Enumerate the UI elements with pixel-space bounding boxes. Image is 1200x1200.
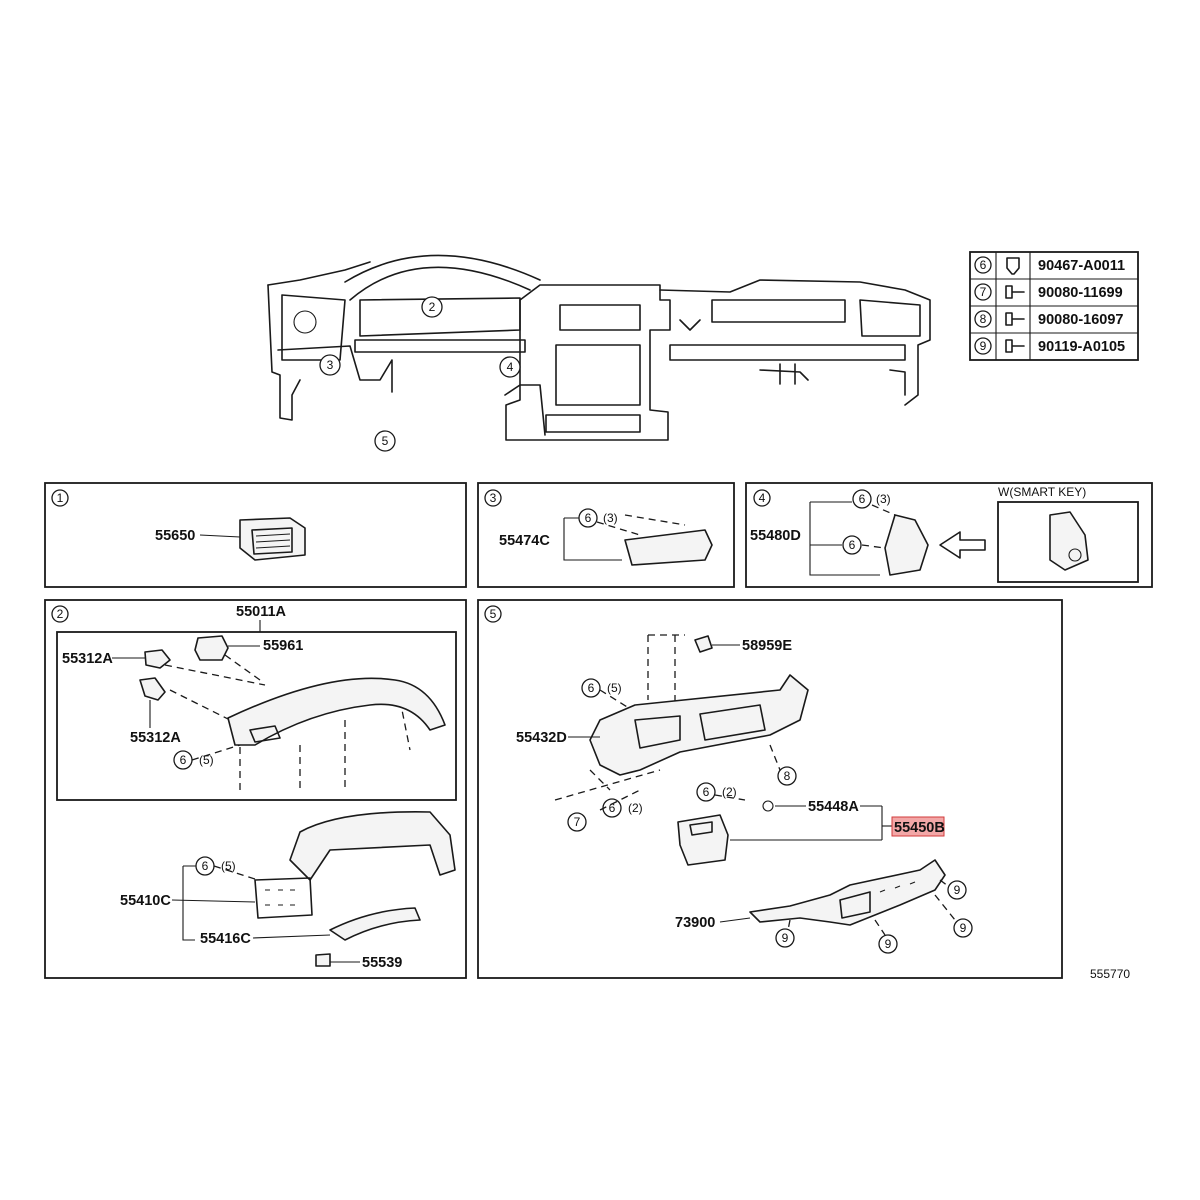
overview-callout-text: 5 [382,434,389,448]
fastener-ref: 6 [609,801,616,815]
part-label: 55961 [263,638,303,654]
legend-ref: 6 [980,258,987,272]
highlight-marker [891,816,945,837]
fastener-qty: (5) [199,753,214,767]
overview-callout [499,356,521,378]
part-label: 55312A [62,651,113,667]
fastener-ref: 6 [588,681,595,695]
legend-row: 6 90467-A0011 [974,256,1125,275]
fastener-legend: 6 90467-A0011 7 90080-11699 8 90080-1609… [969,251,1139,361]
group-label: 55011A [236,604,287,620]
part-label: 55432D [516,730,567,746]
overview-callout [319,354,341,376]
legend-ref: 9 [980,339,987,353]
screw-ref: 9 [954,883,961,897]
fastener-qty: (5) [607,681,622,695]
overview-callout-text: 2 [429,300,436,314]
panel-2: 2 55011A 55961 55312A 55312A 6 (5) 6 (5)… [44,599,467,979]
overview-callout [374,430,396,452]
legend-part: 90080-11699 [1038,285,1123,301]
overview-callout-text: 3 [327,358,334,372]
panel-3: 3 55474C 6 (3) [477,482,735,588]
dashboard-overview: 2 3 4 5 [267,254,931,452]
panel-ref: 4 [759,491,766,505]
legend-ref: 7 [980,285,987,299]
legend-part: 90467-A0011 [1038,258,1125,274]
variant-label: W(SMART KEY) [998,485,1086,499]
fastener-ref: 6 [585,511,592,525]
corner-code: 555770 [1090,967,1130,981]
legend-part: 90119-A0105 [1038,339,1125,355]
arrow-left-icon [939,531,986,559]
legend-part: 90080-16097 [1038,312,1123,328]
part-label: 55312A [130,730,181,746]
fastener-ref: 6 [859,492,866,506]
part-label: 55474C [499,533,550,549]
overview-callout-text: 4 [507,360,514,374]
panel-1: 1 55650 [44,482,467,588]
fastener-ref: 7 [574,815,581,829]
screw-icon [1005,285,1025,299]
highlighted-part-label: 55450B [894,820,945,836]
part-label: 55480D [750,528,801,544]
part-label: 58959E [742,638,792,654]
panel-ref: 3 [490,491,497,505]
panel-ref: 1 [57,491,64,505]
fastener-qty: (2) [722,785,737,799]
panel-5: 5 58959E 6 (5) 55432D 8 6 (2) 7 6 (2) 55… [477,599,1063,979]
fastener-ref: 6 [703,785,710,799]
screw-ref: 9 [960,921,967,935]
screw-icon [1005,312,1025,326]
legend-row: 9 90119-A0105 [974,337,1125,355]
fastener-ref: 8 [784,769,791,783]
fastener-ref: 6 [849,538,856,552]
part-label: 55539 [362,955,402,971]
screw-ref: 9 [885,937,892,951]
part-label: 73900 [675,915,715,931]
fastener-qty: (3) [876,492,891,506]
overview-callout [421,296,443,318]
part-label: 55448A [808,799,859,815]
legend-ref: 8 [980,312,987,326]
fastener-qty: (5) [221,859,236,873]
part-label: 55416C [200,931,251,947]
legend-row: 8 90080-16097 [974,310,1123,328]
part-label: 55650 [155,528,195,544]
fastener-qty: (2) [628,801,643,815]
screw-ref: 9 [782,931,789,945]
legend-row: 7 90080-11699 [974,283,1123,301]
screw-icon [1005,339,1025,353]
panel-ref: 2 [57,607,64,621]
panel-4: 4 55480D 6 (3) 6 W(SMART KEY) [745,482,1153,588]
part-label: 55410C [120,893,171,909]
fastener-ref: 6 [180,753,187,767]
fastener-ref: 6 [202,859,209,873]
clip-icon [1006,257,1020,275]
panel-ref: 5 [490,607,497,621]
fastener-qty: (3) [603,511,618,525]
